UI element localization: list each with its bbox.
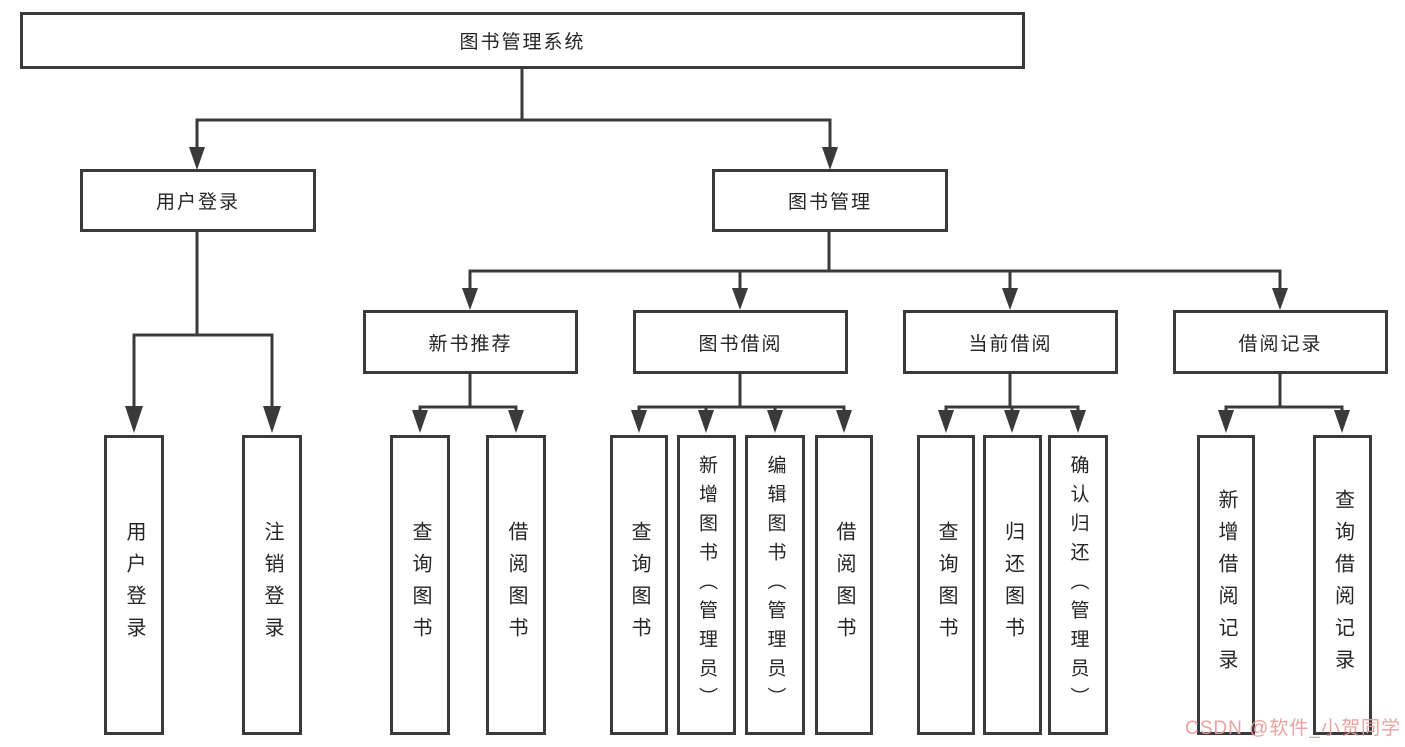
arrowhead (631, 410, 647, 433)
node-book-management: 图书管理 (712, 169, 948, 232)
arrowhead (412, 410, 428, 433)
arrowhead (189, 147, 205, 170)
node-confirm-return-admin: 确认归还（管理员） (1048, 435, 1108, 735)
node-borrow-books: 借阅图书 (815, 435, 873, 735)
arrowhead (732, 288, 748, 310)
node-add-borrowing-record: 新增借阅记录 (1197, 435, 1255, 735)
node-new-book-recommendation: 新书推荐 (363, 310, 578, 374)
arrowhead (125, 406, 143, 433)
node-query-borrowing-record: 查询借阅记录 (1313, 435, 1372, 735)
node-current-borrowing: 当前借阅 (903, 310, 1118, 374)
arrowhead (1070, 410, 1086, 433)
node-query-books-current: 查询图书 (917, 435, 975, 735)
node-borrow-books-recommend: 借阅图书 (486, 435, 546, 735)
arrowhead (462, 288, 478, 310)
arrowhead (836, 410, 852, 433)
arrowhead (1218, 410, 1234, 433)
arrowhead (698, 410, 714, 433)
node-borrowing-records: 借阅记录 (1173, 310, 1388, 374)
arrowhead (1272, 288, 1288, 310)
node-logout: 注销登录 (242, 435, 302, 735)
arrowhead (1334, 410, 1350, 433)
node-user-login: 用户登录 (104, 435, 164, 735)
node-user-login-branch: 用户登录 (80, 169, 316, 232)
node-book-borrowing: 图书借阅 (633, 310, 848, 374)
node-query-books-recommend: 查询图书 (390, 435, 450, 735)
arrowhead (1004, 410, 1020, 433)
arrowhead (767, 410, 783, 433)
node-edit-books-admin: 编辑图书（管理员） (745, 435, 805, 735)
arrowhead (508, 410, 524, 433)
arrowhead (1002, 288, 1018, 310)
node-return-books: 归还图书 (983, 435, 1042, 735)
arrowhead (263, 406, 281, 433)
arrowhead (822, 147, 838, 170)
connector-path (132, 67, 1344, 414)
node-query-books-borrowing: 查询图书 (610, 435, 668, 735)
node-library-management-system: 图书管理系统 (20, 12, 1025, 69)
watermark: CSDN @软件_小贺同学 (1185, 718, 1401, 739)
node-add-books-admin: 新增图书（管理员） (677, 435, 736, 735)
arrowhead (938, 410, 954, 433)
